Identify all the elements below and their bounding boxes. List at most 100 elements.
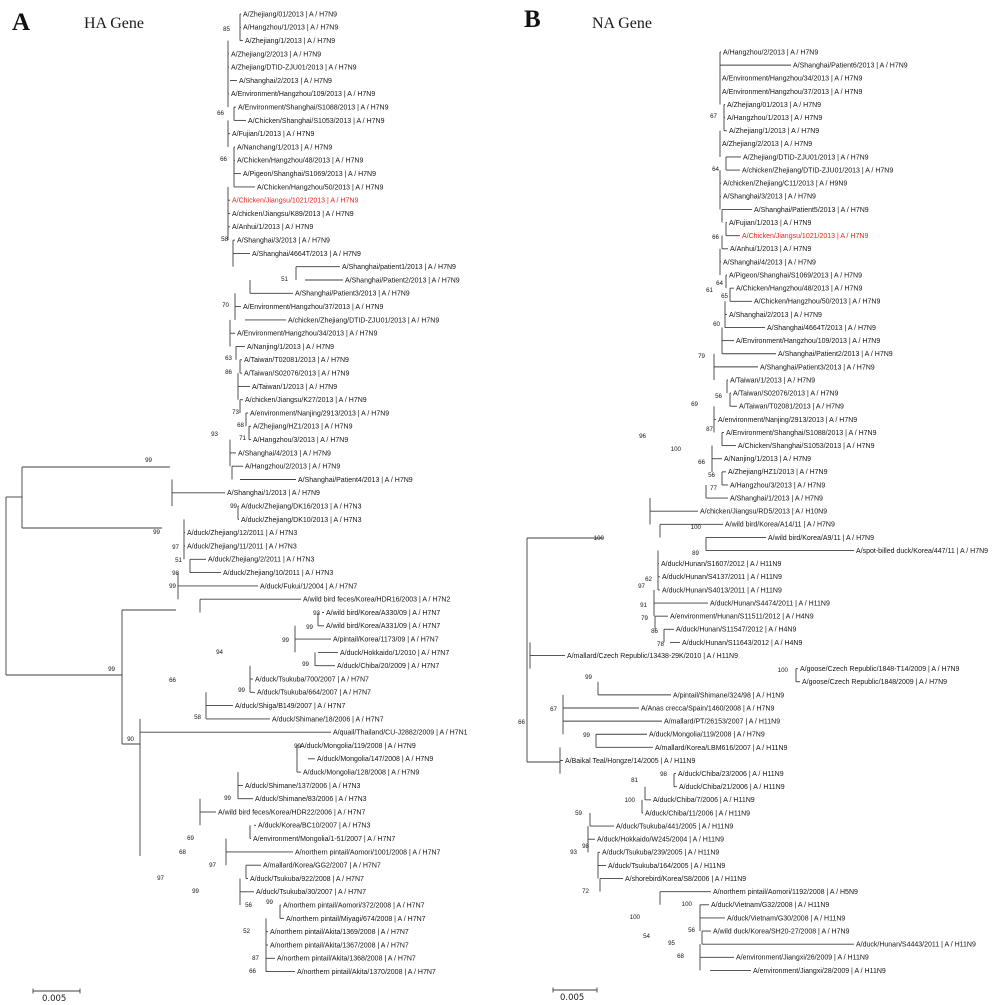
taxon-label: A/Environment/Hangzhou/34/2013 | A / H7N… bbox=[237, 331, 377, 338]
bootstrap-value: 79 bbox=[641, 615, 648, 622]
taxon-label: A/Environment/Hangzhou/37/2013 | A / H7N… bbox=[722, 89, 862, 96]
taxon-label: A/duck/Shimane/137/2006 | A / H7N3 bbox=[245, 783, 361, 790]
taxon-label: A/Environment/Hangzhou/109/2013 | A / H7… bbox=[736, 338, 880, 345]
taxon-label: A/duck/Korea/BC10/2007 | A / H7N3 bbox=[258, 823, 370, 830]
taxon-label: A/Chicken/Shanghai/S1053/2013 | A / H7N9 bbox=[738, 443, 875, 450]
taxon-label: A/Shanghai/patient1/2013 | A / H7N9 bbox=[342, 264, 456, 271]
taxon-label: A/Shanghai/Patient3/2013 | A / H7N9 bbox=[295, 291, 410, 298]
bootstrap-value: 100 bbox=[671, 446, 682, 453]
taxon-label: A/Anas crecca/Spain/1460/2008 | A / H7N9 bbox=[641, 705, 774, 712]
taxon-label: A/duck/Tsukuba/164/2005 | A / H11N9 bbox=[608, 863, 725, 870]
bootstrap-value: 73 bbox=[232, 409, 239, 416]
taxon-label: A/duck/Hunan/S4474/2011 | A / H11N9 bbox=[710, 600, 830, 607]
taxon-label: A/Taiwan/S02076/2013 | A / H7N9 bbox=[244, 371, 349, 378]
bootstrap-value: 99 bbox=[306, 624, 313, 631]
bootstrap-value: 68 bbox=[237, 422, 244, 429]
taxon-label: A/Fujian/1/2013 | A / H7N9 bbox=[729, 220, 811, 227]
bootstrap-value: 77 bbox=[710, 485, 717, 492]
taxon-label: A/Hangzhou/2/2013 | A / H7N9 bbox=[245, 464, 340, 471]
taxon-label: A/Nanjing/1/2013 | A / H7N9 bbox=[724, 456, 811, 463]
taxon-label: A/duck/Mongolia/119/2008 | A / H7N9 bbox=[649, 732, 765, 739]
taxon-label: A/Shanghai/3/2013 | A / H7N9 bbox=[237, 238, 330, 245]
tree-branches-group: A/Zhejiang/01/2013 | A / H7N9A/Hangzhou/… bbox=[5, 11, 988, 994]
taxon-label: A/environment/Nanjing/2913/2013 | A / H7… bbox=[250, 410, 389, 417]
taxon-label: A/duck/Hunan/S1607/2012 | A / H11N9 bbox=[661, 561, 781, 568]
taxon-label: A/Zhejiang/2/2013 | A / H7N9 bbox=[231, 51, 321, 58]
taxon-label: A/Zhejiang/HZ1/2013 | A / H7N9 bbox=[253, 424, 353, 431]
taxon-label: A/duck/Zhejiang/10/2011 | A / H7N3 bbox=[223, 570, 333, 577]
bootstrap-value: 90 bbox=[127, 736, 134, 743]
taxon-label: A/northern pintail/Aomori/1192/2008 | A … bbox=[713, 889, 858, 896]
bootstrap-value: 95 bbox=[668, 940, 675, 947]
taxon-label: A/shorebird/Korea/S8/2006 | A / H11N9 bbox=[625, 876, 746, 883]
bootstrap-value: 99 bbox=[585, 674, 592, 681]
bootstrap-value: 93 bbox=[211, 431, 218, 438]
bootstrap-value: 97 bbox=[638, 583, 645, 590]
taxon-label: A/Anhui/1/2013 | A / H7N9 bbox=[232, 224, 313, 231]
bootstrap-value: 99 bbox=[583, 732, 590, 739]
taxon-label: A/Zhejiang/2/2013 | A / H7N9 bbox=[722, 141, 812, 148]
taxon-label: A/quail/Thailand/CU-J2882/2009 | A / H7N… bbox=[333, 730, 468, 737]
bootstrap-value: 66 bbox=[518, 719, 525, 726]
taxon-label: A/chicken/Zhejiang/DTID-ZJU01/2013 | A /… bbox=[742, 167, 893, 174]
bootstrap-value: 67 bbox=[550, 706, 557, 713]
panel-b-scalebar-label: 0.005 bbox=[560, 993, 584, 1003]
bootstrap-value: 100 bbox=[594, 535, 605, 542]
bootstrap-value: 99 bbox=[153, 529, 160, 536]
taxon-label: A/Hangzhou/3/2013 | A / H7N9 bbox=[730, 482, 825, 489]
bootstrap-value: 86 bbox=[225, 369, 232, 376]
taxon-label: A/Environment/Hangzhou/37/2013 | A / H7N… bbox=[243, 304, 383, 311]
taxon-label: A/duck/Hunan/S11643/2012 | A / H4N9 bbox=[682, 640, 802, 647]
taxon-label: A/wild duck/Korea/SH20-27/2008 | A / H7N… bbox=[713, 928, 850, 935]
taxon-label: A/chicken/Zhejiang/DTID-ZJU01/2013 | A /… bbox=[288, 317, 439, 324]
bootstrap-value: 99 bbox=[224, 795, 231, 802]
taxon-label: A/wild bird/Korea/A14/11 | A / H7N9 bbox=[725, 522, 835, 529]
bootstrap-value: 51 bbox=[281, 276, 288, 283]
taxon-label: A/duck/Hunan/S4137/2011 | A / H11N9 bbox=[662, 574, 782, 581]
taxon-label: A/duck/Tsukuba/441/2005 | A / H11N9 bbox=[616, 823, 733, 830]
taxon-label: A/Hangzhou/1/2013 | A / H7N9 bbox=[727, 115, 822, 122]
bootstrap-value: 87 bbox=[252, 955, 259, 962]
taxon-label: A/mallard/Korea/LBM616/2007 | A / H11N9 bbox=[655, 745, 788, 752]
bootstrap-value: 67 bbox=[710, 113, 717, 120]
bootstrap-value: 99 bbox=[230, 503, 237, 510]
taxon-label: A/duck/Fukui/1/2004 | A / H7N7 bbox=[260, 583, 357, 590]
taxon-label: A/wild bird/Korea/A331/09 | A / H7N7 bbox=[326, 623, 440, 630]
panel-b-title: NA Gene bbox=[592, 15, 652, 32]
bootstrap-value: 98 bbox=[660, 771, 667, 778]
taxon-label: A/Shanghai/4/2013 | A / H7N9 bbox=[238, 450, 331, 457]
bootstrap-value: 85 bbox=[223, 26, 230, 33]
taxon-label: A/duck/Zhejiang/11/2011 | A / H7N3 bbox=[187, 543, 297, 550]
taxon-label: A/Chicken/Hangzhou/48/2013 | A / H7N9 bbox=[736, 286, 862, 293]
bootstrap-value: 51 bbox=[175, 557, 182, 564]
taxon-label: A/Baikal Teal/Hongze/14/2005 | A / H11N9 bbox=[565, 758, 695, 765]
panel-a-letter: A bbox=[12, 9, 30, 36]
bootstrap-value: 97 bbox=[172, 544, 179, 551]
taxon-label: A/duck/Tsukuba/30/2007 | A / H7N7 bbox=[256, 889, 366, 896]
taxon-label: A/duck/Zhejiang/DK10/2013 | A / H7N3 bbox=[241, 517, 362, 524]
taxon-label: A/chicken/Jiangsu/K89/2013 | A / H7N9 bbox=[232, 211, 354, 218]
taxon-label: A/duck/Chiba/21/2006 | A / H11N9 bbox=[679, 784, 785, 791]
taxon-label: A/Chicken/Shanghai/S1053/2013 | A / H7N9 bbox=[248, 118, 385, 125]
taxon-label: A/northern pintail/Miyagi/674/2008 | A /… bbox=[286, 916, 426, 923]
taxon-label: A/duck/Tsukuba/664/2007 | A / H7N7 bbox=[257, 690, 371, 697]
bootstrap-value: 66 bbox=[698, 459, 705, 466]
taxon-label: A/duck/Hunan/S4443/2011 | A / H11N9 bbox=[856, 942, 976, 949]
taxon-label: A/Zhejiang/HZ1/2013 | A / H7N9 bbox=[728, 469, 828, 476]
taxon-label: A/Hangzhou/1/2013 | A / H7N9 bbox=[243, 25, 338, 32]
taxon-label: A/Pigeon/Shanghai/S1069/2013 | A / H7N9 bbox=[729, 272, 862, 279]
bootstrap-value: 54 bbox=[643, 933, 650, 940]
taxon-label: A/Taiwan/S02076/2013 | A / H7N9 bbox=[733, 391, 838, 398]
taxon-label: A/Chicken/Hangzhou/50/2013 | A / H7N9 bbox=[257, 184, 383, 191]
bootstrap-value: 81 bbox=[631, 777, 638, 784]
taxon-label: A/duck/Shiga/B149/2007 | A / H7N7 bbox=[235, 703, 346, 710]
bootstrap-value: 97 bbox=[157, 875, 164, 882]
bootstrap-value: 98 bbox=[582, 843, 589, 850]
bootstrap-value: 62 bbox=[645, 576, 652, 583]
panel-a-scalebar-label: 0.005 bbox=[42, 994, 66, 1004]
bootstrap-value: 100 bbox=[778, 667, 789, 674]
taxon-label: A/chicken/Zhejiang/C11/2013 | A / H9N9 bbox=[723, 181, 847, 188]
taxon-label: A/duck/Mongolia/119/2008 | A / H7N9 bbox=[300, 743, 416, 750]
taxon-label: A/Zhejiang/DTID-ZJU01/2013 | A / H7N9 bbox=[743, 154, 869, 161]
